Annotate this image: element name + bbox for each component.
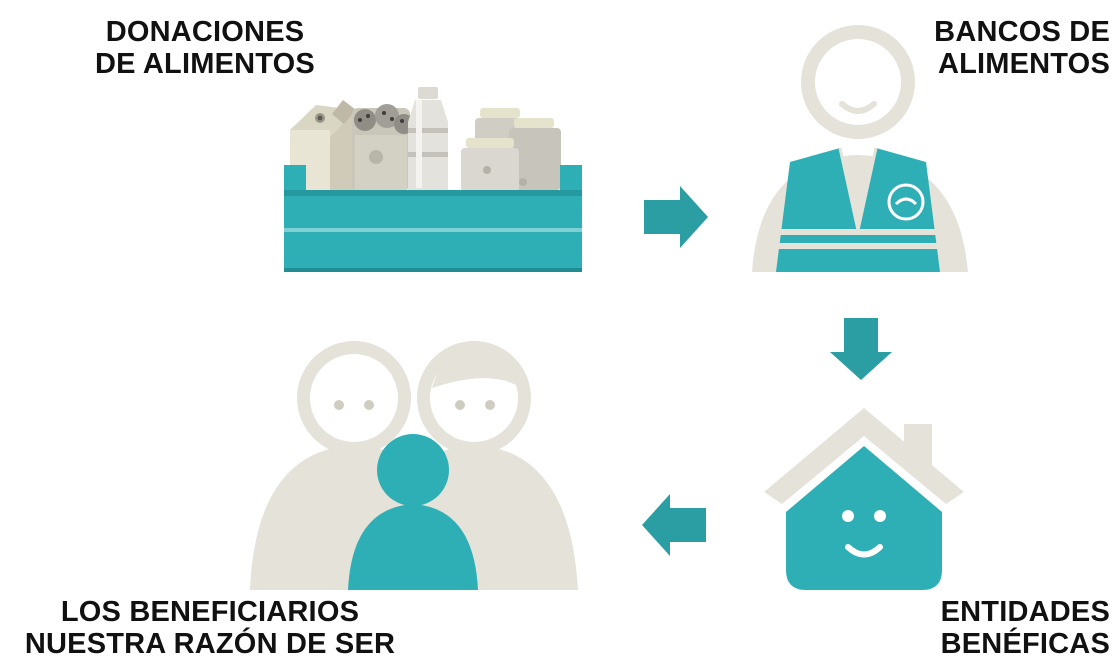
step-label-donations: DONACIONES DE ALIMENTOS <box>60 16 350 80</box>
smiling-house-icon <box>764 408 964 590</box>
step-label-charities: ENTIDADES BENÉFICAS <box>880 596 1110 660</box>
step-label-food-banks-line2: ALIMENTOS <box>937 48 1110 80</box>
step-label-donations-line1: DONACIONES <box>105 16 305 48</box>
step-label-food-banks: BANCOS DE ALIMENTOS <box>880 16 1110 80</box>
step-label-food-banks-line1: BANCOS DE <box>934 16 1110 48</box>
arrow-down-icon <box>830 318 892 380</box>
water-bottle-icon <box>408 87 448 190</box>
step-label-beneficiaries: LOS BENEFICIARIOS NUESTRA RAZÓN DE SER <box>10 596 410 660</box>
crate-icon <box>284 165 582 272</box>
food-crate-icon <box>284 87 582 272</box>
arrow-left-icon <box>642 494 706 556</box>
family-icon <box>250 341 578 590</box>
step-label-charities-line1: ENTIDADES <box>940 596 1110 628</box>
step-label-beneficiaries-line1: LOS BENEFICIARIOS <box>60 596 360 628</box>
step-label-charities-line2: BENÉFICAS <box>940 628 1110 660</box>
child-icon <box>348 434 478 590</box>
cookies-icon <box>352 104 414 190</box>
jars-icon <box>461 108 561 192</box>
volunteer-vest-icon <box>752 25 968 272</box>
step-label-donations-line2: DE ALIMENTOS <box>95 48 315 80</box>
step-label-beneficiaries-line2: NUESTRA RAZÓN DE SER <box>24 628 396 660</box>
arrow-right-icon <box>644 186 708 248</box>
